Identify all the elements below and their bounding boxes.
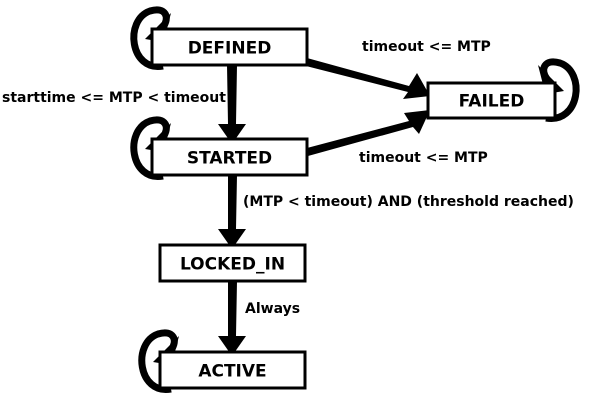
edge-locked-in-to-active — [218, 281, 246, 356]
edge-label-started-to-failed: timeout <= MTP — [359, 150, 488, 166]
node-active-label: ACTIVE — [198, 362, 266, 382]
node-defined-label: DEFINED — [188, 39, 272, 59]
edge-label-started-to-locked-in: (MTP < timeout) AND (threshold reached) — [243, 194, 574, 210]
node-locked-in-label: LOCKED_IN — [180, 255, 285, 275]
node-started[interactable]: STARTED — [150, 137, 309, 177]
node-defined[interactable]: DEFINED — [150, 27, 309, 67]
edge-started-to-failed — [307, 110, 430, 156]
edge-started-to-locked-in — [218, 175, 246, 249]
edge-label-locked-in-to-active: Always — [245, 301, 300, 317]
node-started-label: STARTED — [187, 149, 272, 169]
node-locked-in[interactable]: LOCKED_IN — [158, 243, 307, 283]
node-failed-label: FAILED — [459, 92, 525, 112]
node-active[interactable]: ACTIVE — [158, 350, 307, 390]
edge-label-defined-to-started: starttime <= MTP < timeout — [2, 90, 226, 106]
edge-defined-to-failed — [306, 58, 430, 99]
edge-label-defined-to-failed: timeout <= MTP — [362, 39, 491, 55]
edge-defined-to-started — [218, 65, 246, 144]
node-failed[interactable]: FAILED — [426, 81, 557, 120]
